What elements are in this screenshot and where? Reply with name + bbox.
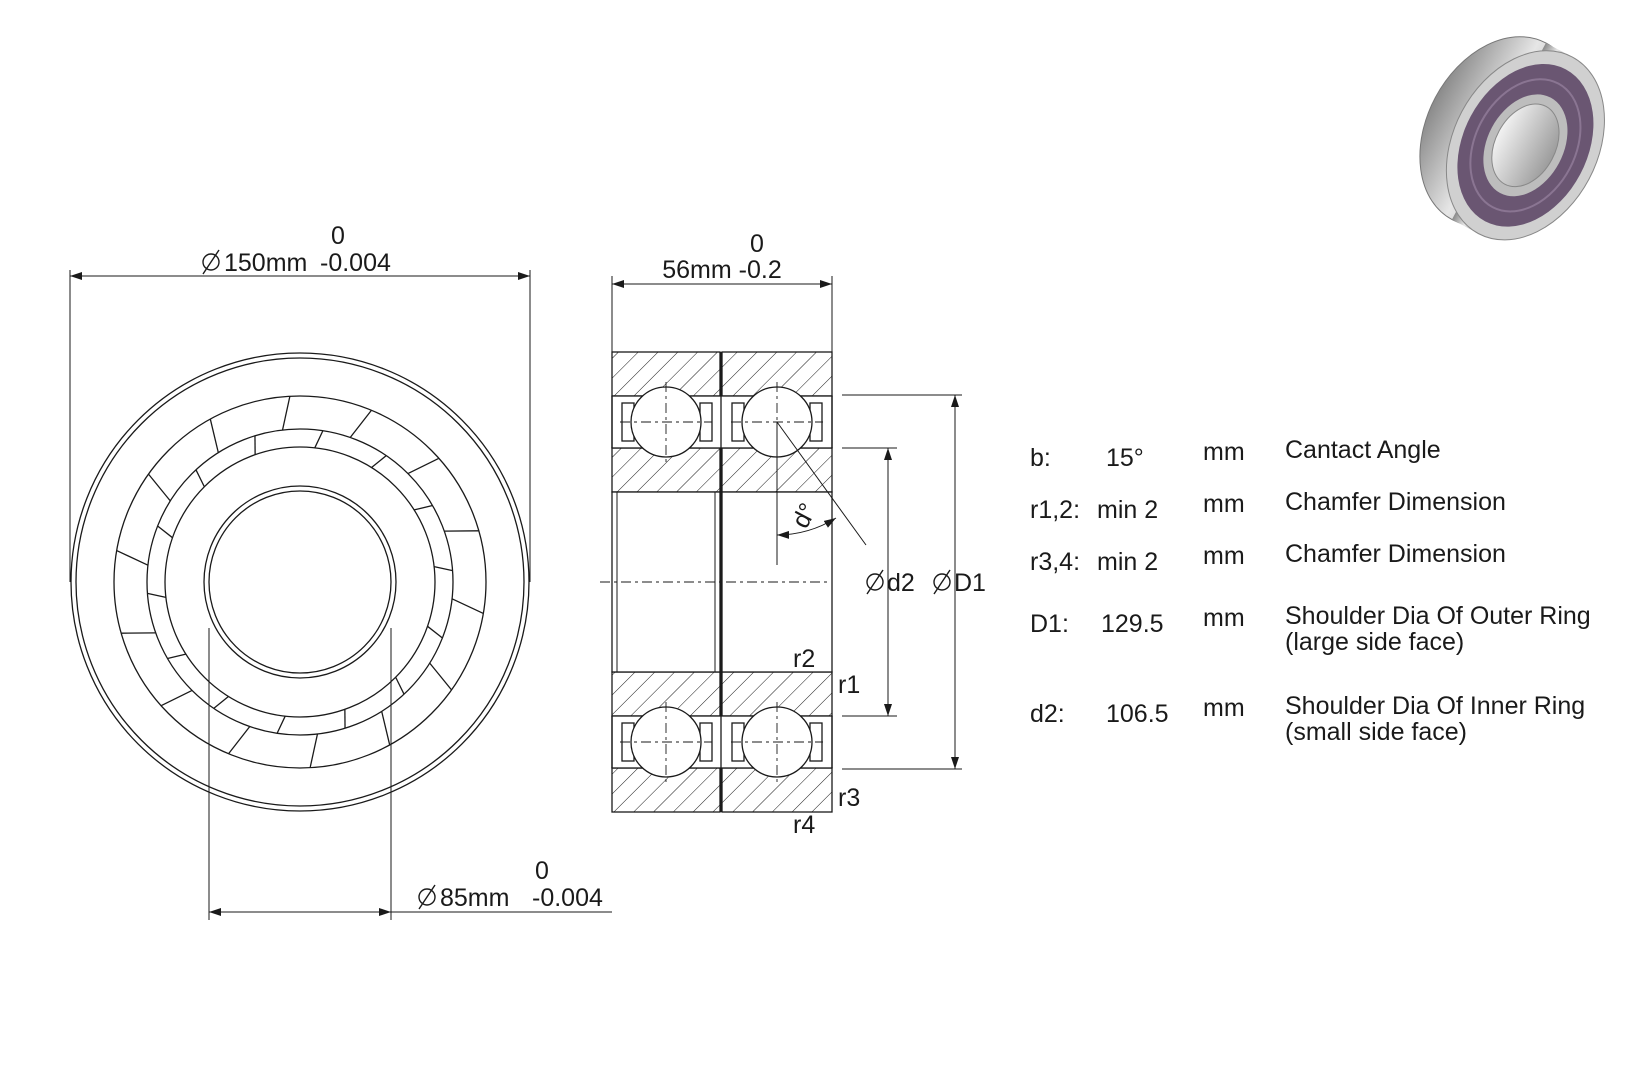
bore-dim-lower-tol: -0.004: [532, 884, 603, 912]
cage-segment: [209, 418, 219, 453]
cage-segment: [195, 469, 205, 488]
cage-segment: [213, 695, 229, 709]
front-outer-dimension: [69, 270, 531, 582]
spec-desc: Shoulder Dia Of Inner Ring: [1285, 692, 1586, 720]
cage-segment: [433, 565, 453, 572]
bore-edge: [208, 490, 392, 674]
shoulder-dimensions: [842, 394, 962, 770]
cage-segment: [116, 549, 149, 566]
bore-dim-diameter-icon: [418, 884, 436, 910]
front-view: [70, 352, 530, 812]
cage-segment: [407, 457, 440, 475]
spec-desc: Chamfer Dimension: [1285, 540, 1506, 568]
cage-segment: [381, 711, 391, 746]
cage-segment: [167, 653, 187, 660]
spec-desc-line2: (small side face): [1285, 718, 1467, 746]
chamfer-r4-label: r4: [793, 811, 815, 839]
chamfer-r2-label: r2: [793, 645, 815, 673]
outer-ring-shoulder: [113, 395, 487, 769]
bore-chamfer: [203, 485, 397, 679]
chamfer-r1-label: r1: [838, 671, 860, 699]
cage-segment: [157, 525, 173, 539]
bore-dim-upper-tol: 0: [535, 857, 549, 885]
cage-segment: [349, 409, 372, 438]
outer-dim-upper-tol: 0: [331, 222, 345, 250]
outer-ring-top-right: [721, 351, 833, 397]
cage-segment: [147, 592, 167, 599]
inner-ring-step: [164, 446, 436, 718]
D1-label: D1: [954, 569, 986, 597]
contact-angle-lines: [776, 421, 867, 565]
d2-label: d2: [887, 569, 915, 597]
spec-desc-line2: (large side face): [1285, 628, 1465, 656]
spec-value: 15°: [1106, 444, 1144, 472]
cage-segment: [160, 689, 193, 707]
cage-segment: [413, 504, 433, 511]
spec-value: min 2: [1097, 548, 1159, 576]
bearing-3d-icon: [1419, 36, 1605, 241]
width-dim-upper-tol: 0: [750, 230, 764, 258]
spec-desc: Shoulder Dia Of Outer Ring: [1285, 602, 1591, 630]
outer-ring-chamfer: [75, 357, 525, 807]
inner-ring-shoulder: [146, 428, 454, 736]
spec-unit: mm: [1203, 542, 1245, 570]
spec-unit: mm: [1203, 490, 1245, 518]
outer-dim-label: 150mm: [224, 249, 307, 277]
D1-diameter-icon: [933, 569, 951, 595]
width-dimension: [611, 276, 833, 352]
spec-value: min 2: [1097, 496, 1159, 524]
spec-key: r3,4:: [1030, 548, 1081, 576]
spec-desc: Chamfer Dimension: [1285, 488, 1506, 516]
cage-segment: [427, 625, 443, 639]
cage-segment: [371, 455, 387, 469]
cage-segment: [429, 662, 453, 691]
cage-segment: [147, 473, 171, 502]
cage-segment: [314, 430, 324, 449]
outer-ring-edge: [70, 352, 530, 812]
chamfer-r3-label: r3: [838, 784, 860, 812]
spec-unit: mm: [1203, 438, 1245, 466]
front-bore-dimension: [208, 628, 612, 920]
spec-unit: mm: [1203, 604, 1245, 632]
spec-value: 129.5: [1101, 610, 1164, 638]
outer-dim-diameter-icon: [202, 249, 220, 275]
cage-segments: [116, 396, 484, 768]
cage-segment: [228, 726, 251, 755]
spec-key: b:: [1030, 444, 1051, 472]
spec-key: d2:: [1030, 700, 1065, 728]
spec-unit: mm: [1203, 694, 1245, 722]
spec-desc: Cantact Angle: [1285, 436, 1441, 464]
width-dim-label: 56mm -0.2: [662, 256, 781, 284]
cage-segment: [309, 733, 319, 768]
cage-segment: [451, 598, 484, 615]
spec-key: D1:: [1030, 610, 1069, 638]
outer-dim-lower-tol: -0.004: [320, 249, 391, 277]
spec-key: r1,2:: [1030, 496, 1081, 524]
cage-segment: [281, 396, 291, 431]
d2-diameter-icon: [866, 569, 884, 595]
bore-dim-label: 85mm: [440, 884, 509, 912]
cage-segment: [395, 676, 405, 695]
cage-segment: [276, 715, 286, 734]
spec-value: 106.5: [1106, 700, 1169, 728]
